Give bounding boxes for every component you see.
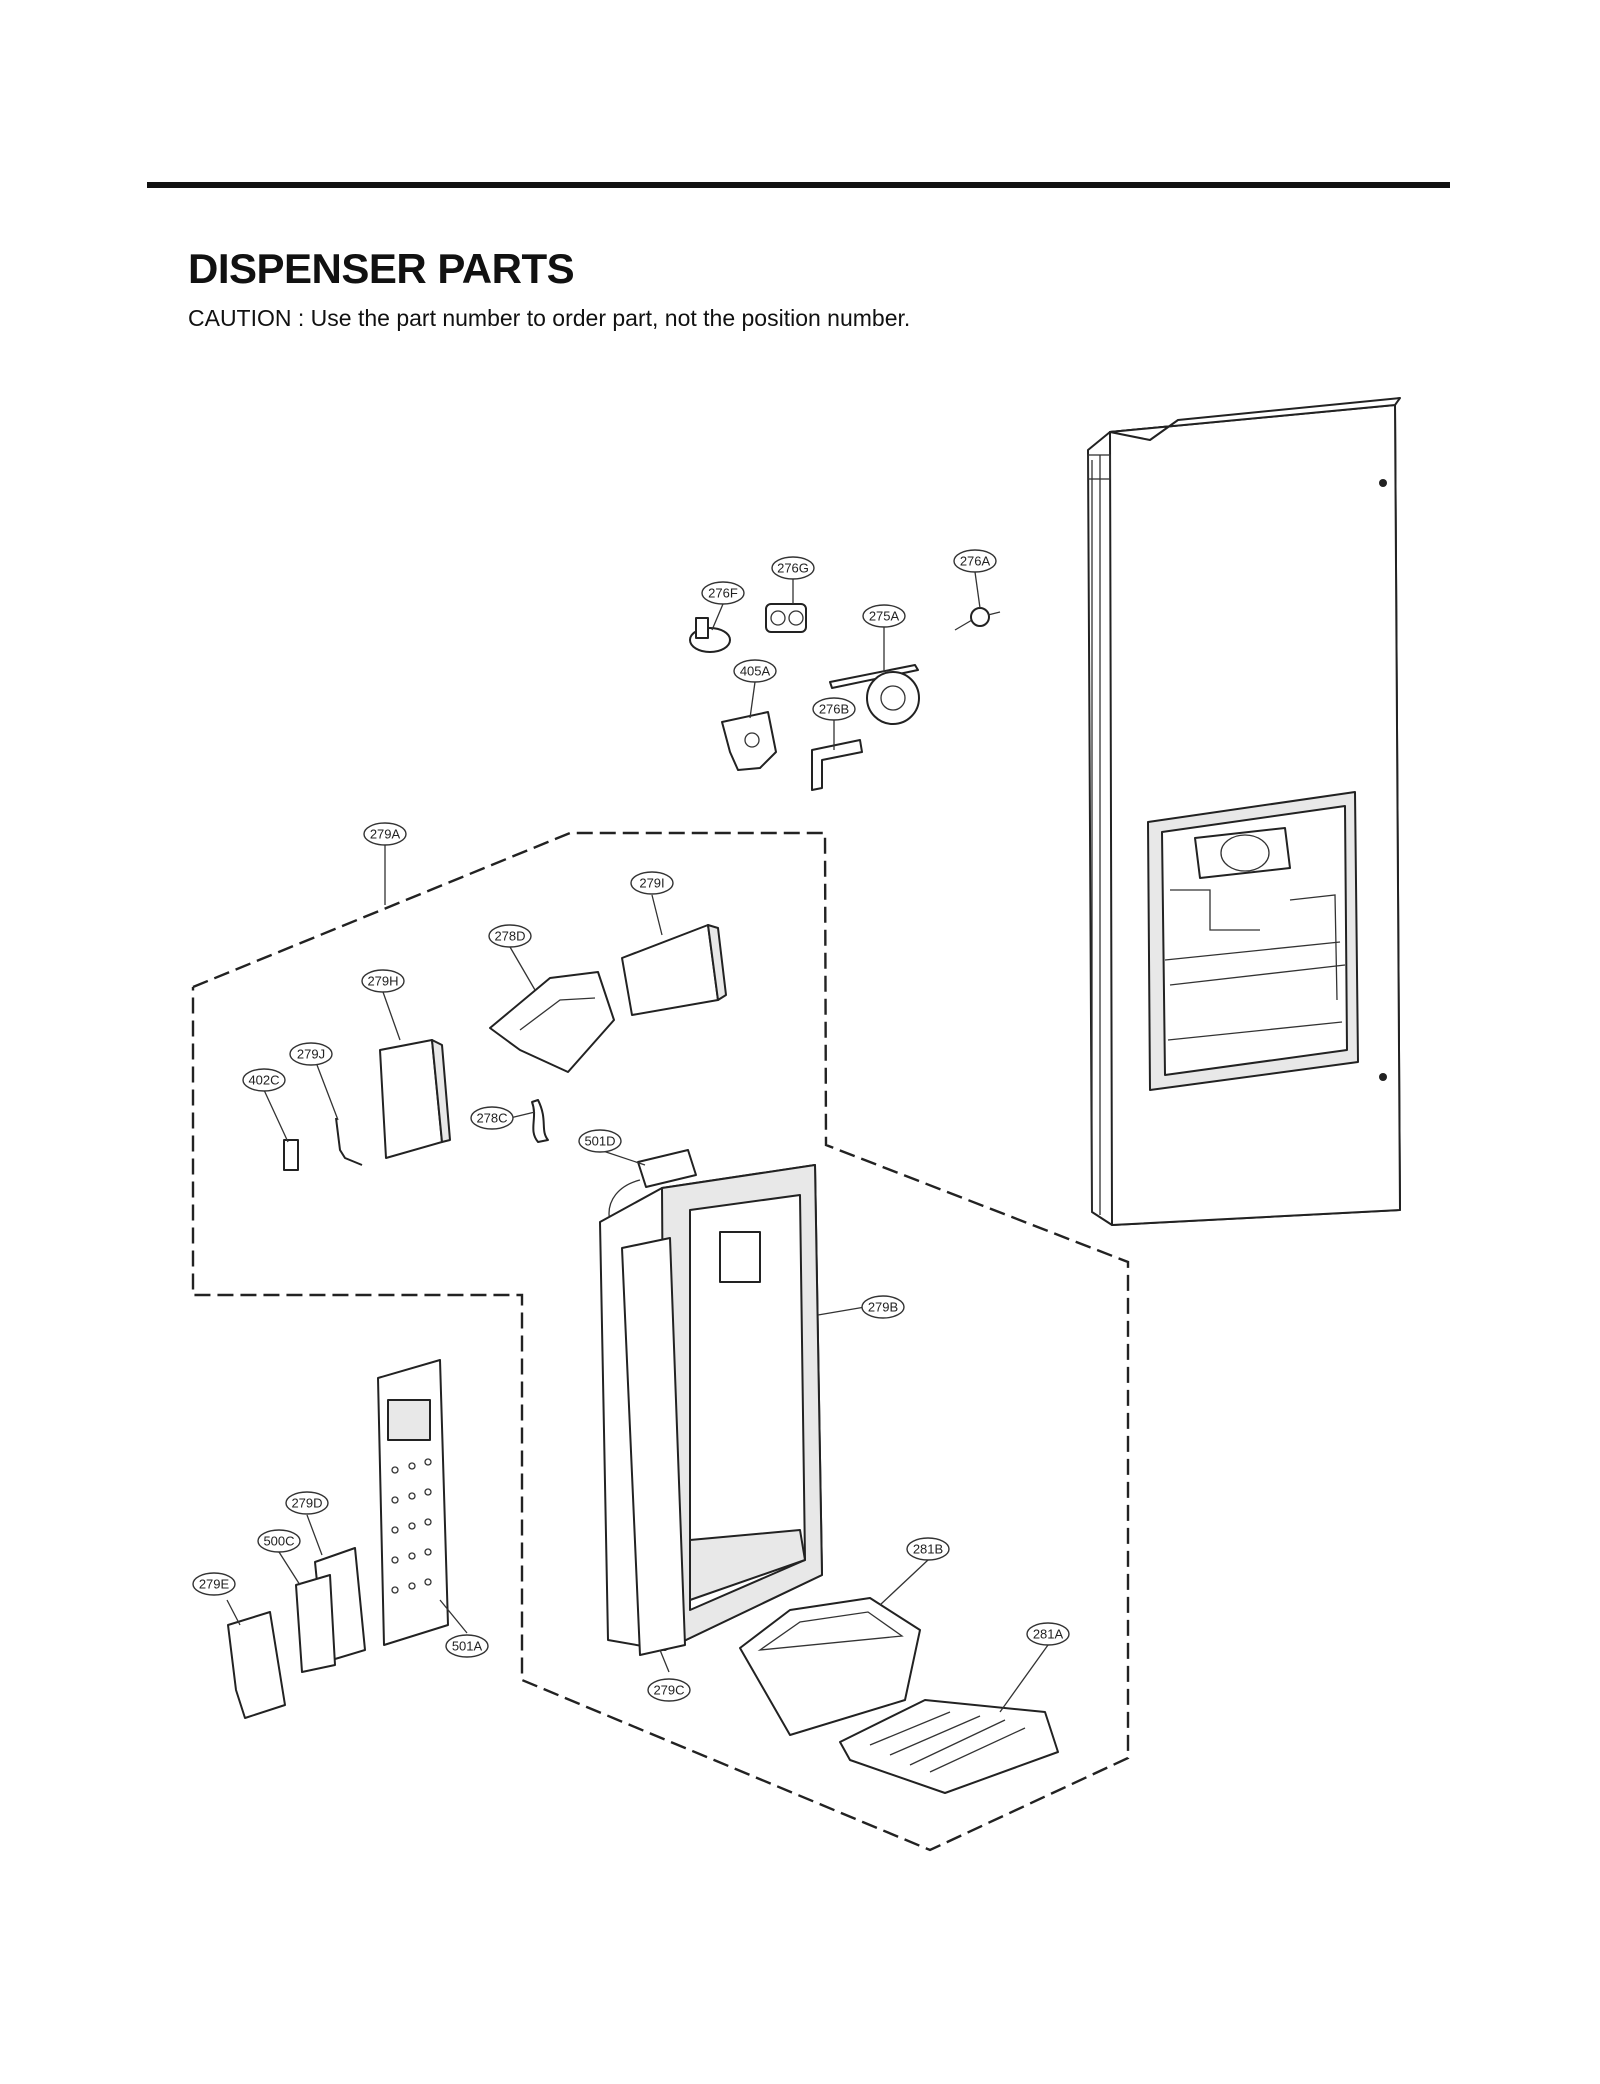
label-281B: 281B [906, 1537, 950, 1561]
svg-text:281B: 281B [913, 1542, 943, 1557]
label-278D: 278D [488, 924, 532, 948]
control-panel-parts [227, 1359, 449, 1719]
svg-text:279J: 279J [297, 1047, 325, 1062]
label-279C: 279C [647, 1678, 691, 1702]
svg-text:276B: 276B [819, 702, 849, 717]
dispenser-upper-parts [283, 924, 727, 1223]
label-279B: 279B [861, 1295, 905, 1319]
label-279E: 279E [192, 1572, 236, 1596]
label-501D: 501D [578, 1129, 622, 1153]
svg-text:279H: 279H [367, 974, 398, 989]
svg-text:279D: 279D [291, 1496, 322, 1511]
assembly-outline [191, 831, 1130, 1852]
svg-text:402C: 402C [248, 1073, 279, 1088]
label-402C: 402C [242, 1068, 286, 1092]
svg-text:278C: 278C [476, 1111, 507, 1126]
svg-text:501A: 501A [452, 1639, 483, 1654]
svg-text:279E: 279E [199, 1577, 230, 1592]
svg-text:276F: 276F [708, 586, 738, 601]
label-501A: 501A [445, 1634, 489, 1658]
label-276A: 276A [953, 549, 997, 573]
label-279H: 279H [361, 969, 405, 993]
label-276F: 276F [701, 581, 745, 605]
svg-text:500C: 500C [263, 1534, 294, 1549]
header-rule [147, 182, 1450, 188]
drip-tray-parts [739, 1597, 1059, 1794]
label-281A: 281A [1026, 1622, 1070, 1646]
svg-text:279A: 279A [370, 827, 401, 842]
svg-text:281A: 281A [1033, 1627, 1064, 1642]
svg-text:279B: 279B [868, 1300, 898, 1315]
label-275A: 275A [862, 604, 906, 628]
svg-text:279C: 279C [653, 1683, 684, 1698]
label-276G: 276G [771, 556, 815, 580]
label-500C: 500C [257, 1529, 301, 1553]
label-405A: 405A [733, 659, 777, 683]
svg-text:278D: 278D [494, 929, 525, 944]
top-parts-cluster [689, 603, 1001, 791]
caution-note: CAUTION : Use the part number to order p… [188, 305, 911, 331]
svg-text:276A: 276A [960, 554, 991, 569]
leader-lines [226, 571, 1049, 1713]
label-279J: 279J [289, 1042, 333, 1066]
dispenser-housing [599, 1164, 823, 1656]
label-278C: 278C [470, 1106, 514, 1130]
page-title: DISPENSER PARTS [188, 245, 575, 292]
label-279I: 279I [630, 871, 674, 895]
label-279D: 279D [285, 1491, 329, 1515]
svg-text:501D: 501D [584, 1134, 615, 1149]
svg-text:276G: 276G [777, 561, 809, 576]
svg-text:275A: 275A [869, 609, 900, 624]
label-279A: 279A [363, 822, 407, 846]
label-276B: 276B [812, 697, 856, 721]
refrigerator-door-illustration [1087, 397, 1401, 1226]
svg-text:279I: 279I [639, 876, 664, 891]
svg-text:405A: 405A [740, 664, 771, 679]
